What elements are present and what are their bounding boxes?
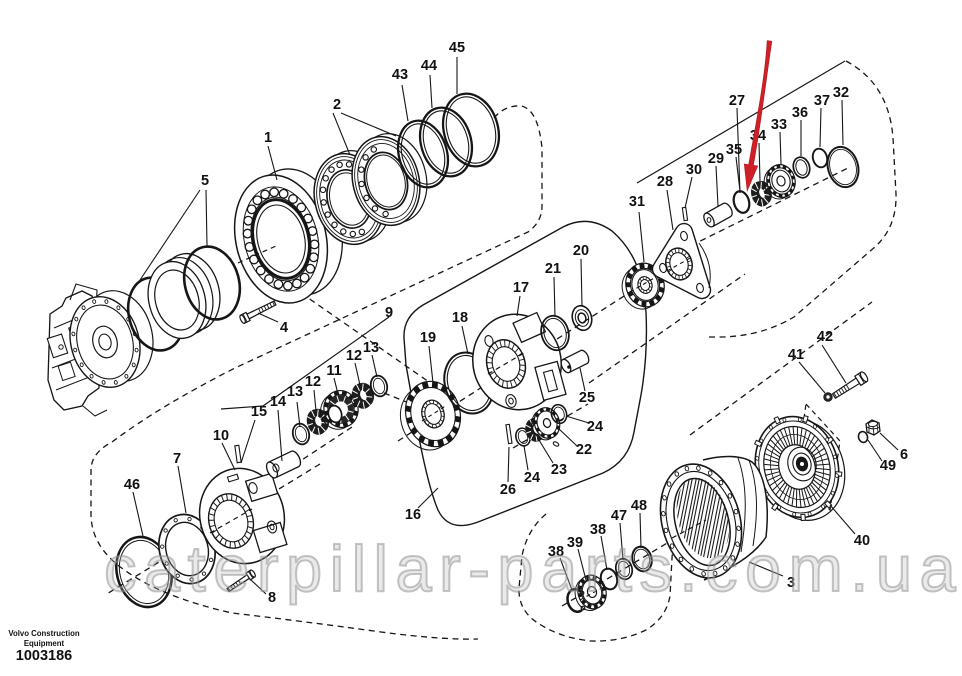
- svg-text:29: 29: [708, 151, 724, 167]
- svg-text:18: 18: [452, 310, 468, 326]
- svg-text:46: 46: [124, 477, 140, 493]
- svg-text:26: 26: [500, 482, 516, 498]
- svg-text:Volvo Construction: Volvo Construction: [8, 629, 80, 638]
- svg-text:2: 2: [333, 97, 341, 113]
- svg-text:5: 5: [201, 173, 209, 189]
- svg-text:23: 23: [551, 462, 567, 478]
- svg-text:30: 30: [686, 162, 702, 178]
- svg-text:13: 13: [287, 384, 303, 400]
- svg-text:1: 1: [264, 130, 272, 146]
- svg-text:11: 11: [326, 363, 341, 379]
- svg-text:43: 43: [392, 67, 408, 83]
- svg-text:12: 12: [346, 348, 362, 364]
- svg-text:1003186: 1003186: [16, 648, 72, 664]
- svg-text:Equipment: Equipment: [24, 639, 65, 648]
- svg-text:37: 37: [814, 93, 830, 109]
- svg-text:caterpillar-parts.com.ua: caterpillar-parts.com.ua: [104, 532, 962, 605]
- svg-text:42: 42: [817, 329, 833, 345]
- svg-text:47: 47: [611, 508, 627, 524]
- svg-text:16: 16: [405, 507, 421, 523]
- svg-text:17: 17: [513, 280, 529, 296]
- svg-text:45: 45: [449, 40, 465, 56]
- svg-text:9: 9: [385, 305, 393, 321]
- svg-text:36: 36: [792, 105, 808, 121]
- svg-text:44: 44: [421, 58, 437, 74]
- svg-text:22: 22: [576, 442, 592, 458]
- svg-text:28: 28: [657, 174, 673, 190]
- svg-text:48: 48: [631, 498, 647, 514]
- svg-text:20: 20: [573, 243, 589, 259]
- svg-text:33: 33: [771, 117, 787, 133]
- svg-text:7: 7: [173, 451, 181, 467]
- svg-text:12: 12: [305, 374, 321, 390]
- svg-text:25: 25: [579, 390, 595, 406]
- svg-text:24: 24: [524, 470, 540, 486]
- svg-text:13: 13: [363, 340, 379, 356]
- svg-text:19: 19: [420, 330, 436, 346]
- svg-text:32: 32: [833, 85, 849, 101]
- svg-text:41: 41: [788, 347, 804, 363]
- svg-text:15: 15: [251, 404, 267, 420]
- svg-text:49: 49: [880, 458, 896, 474]
- svg-text:21: 21: [545, 261, 561, 277]
- svg-text:4: 4: [280, 320, 288, 336]
- svg-text:27: 27: [729, 93, 745, 109]
- svg-text:24: 24: [587, 419, 603, 435]
- svg-text:10: 10: [213, 428, 229, 444]
- svg-text:31: 31: [629, 194, 645, 210]
- svg-text:6: 6: [900, 447, 908, 463]
- svg-text:14: 14: [270, 394, 286, 410]
- svg-text:35: 35: [726, 142, 742, 158]
